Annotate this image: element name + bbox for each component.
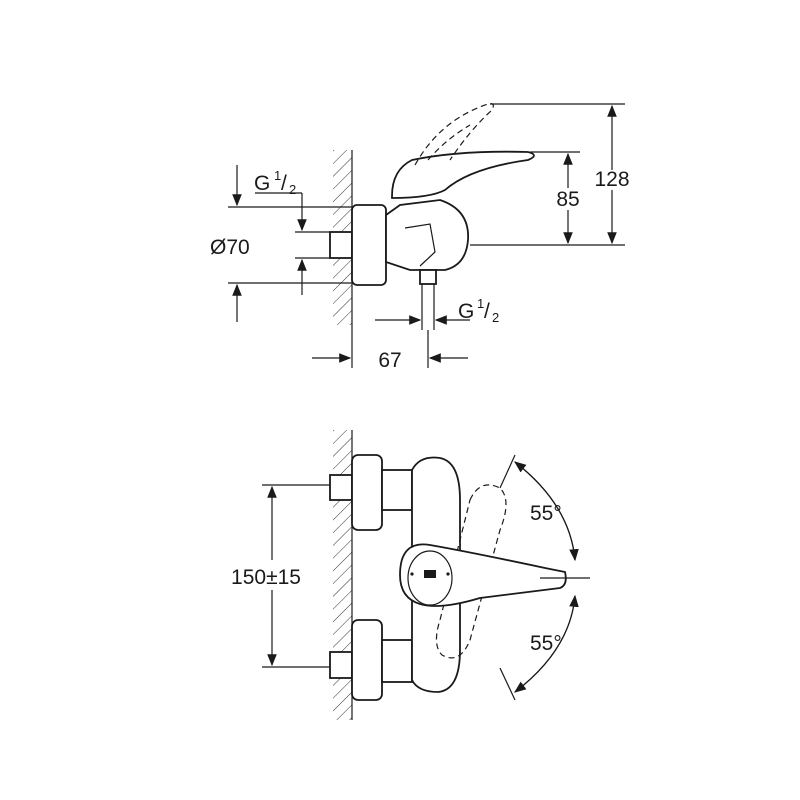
dim-height-lever: 85 — [556, 188, 579, 211]
svg-text:/: / — [281, 172, 287, 195]
upper-escutcheon — [351, 454, 383, 531]
inlet-connector — [329, 231, 353, 259]
lever-swing-outline — [435, 484, 507, 659]
dim-projection: 67 — [378, 349, 401, 372]
dim-centre-distance: 150±15 — [231, 566, 301, 589]
lever — [391, 150, 535, 199]
svg-text:G: G — [254, 172, 270, 195]
outlet-nut — [419, 269, 437, 285]
escutcheon — [351, 204, 387, 286]
svg-text:2: 2 — [492, 310, 499, 325]
upper-connector — [329, 474, 353, 501]
svg-text:/: / — [484, 300, 490, 323]
mixer-body — [385, 199, 469, 271]
top-view: 55° 55° 150±15 — [231, 430, 590, 720]
svg-text:G: G — [458, 300, 474, 323]
svg-text:2: 2 — [289, 182, 296, 197]
lower-connector — [329, 651, 353, 679]
lever-top — [399, 543, 567, 607]
wall-hatch-2 — [333, 430, 352, 720]
lower-escutcheon — [351, 619, 383, 701]
dim-diameter: Ø70 — [210, 236, 250, 259]
angle-down: 55° — [530, 632, 562, 655]
label-inlet-thread: G 1 / 2 — [254, 168, 296, 197]
label-outlet-thread: G 1 / 2 — [458, 296, 499, 325]
svg-text:1: 1 — [477, 296, 484, 311]
svg-text:1: 1 — [274, 168, 281, 183]
angle-up: 55° — [530, 502, 562, 525]
side-view: 128 85 G 1 / 2 Ø70 G 1 / 2 — [210, 103, 630, 372]
dim-height-total: 128 — [594, 168, 629, 191]
